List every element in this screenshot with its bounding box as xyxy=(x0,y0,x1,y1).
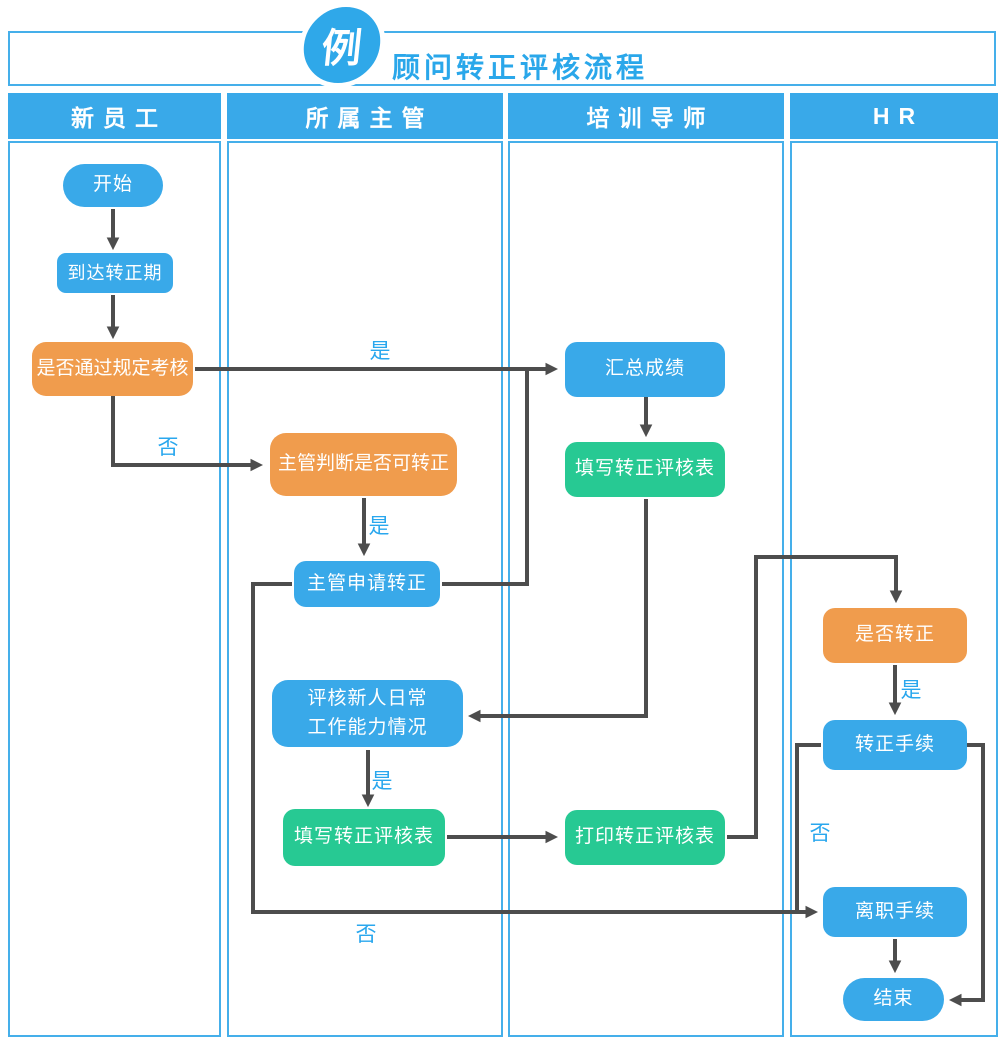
node-fill-evaluation-form-mentor: 填写转正评核表 xyxy=(565,442,725,497)
edge-label-no-conversion: 否 xyxy=(809,822,831,845)
edge-label-no-pass-exam: 否 xyxy=(157,436,179,459)
node-end: 结束 xyxy=(843,978,944,1021)
node-supervisor-judge-conversion: 主管判断是否可转正 xyxy=(270,433,457,496)
edge-label-yes-confirm: 是 xyxy=(900,679,922,702)
edge-apply-merge-to-summarize xyxy=(442,371,529,586)
node-start: 开始 xyxy=(63,164,163,207)
edge-fill-mentor-to-evaluate xyxy=(467,499,648,723)
node-confirm-conversion: 是否转正 xyxy=(823,608,967,663)
edge-label-yes-evaluate-daily: 是 xyxy=(371,770,393,793)
edge-procedure-to-end xyxy=(948,743,985,1007)
title-box xyxy=(8,31,996,86)
lane-header-supervisor: 所属主管 xyxy=(227,93,503,139)
node-evaluate-daily-work-ability: 评核新人日常 工作能力情况 xyxy=(272,680,463,747)
edge-print-to-confirm xyxy=(727,555,903,839)
node-fill-evaluation-form-supervisor: 填写转正评核表 xyxy=(283,809,445,866)
node-resignation-procedure: 离职手续 xyxy=(823,887,967,937)
edge-label-no-supervisor-apply: 否 xyxy=(355,923,377,946)
lane-header-hr: HR xyxy=(790,93,998,139)
lane-header-mentor: 培训导师 xyxy=(508,93,784,139)
node-summarize-scores: 汇总成绩 xyxy=(565,342,725,397)
node-pass-required-exam: 是否通过规定考核 xyxy=(32,342,193,396)
edge-exam-no-to-judge xyxy=(111,396,264,472)
edge-label-yes-pass-exam: 是 xyxy=(369,340,391,363)
edge-apply-no-to-resignation xyxy=(251,582,819,919)
edge-label-yes-supervisor-judge: 是 xyxy=(368,515,390,538)
edge-no-branch-to-resignation xyxy=(795,743,821,910)
node-reach-probation-period: 到达转正期 xyxy=(57,253,173,293)
node-supervisor-apply-conversion: 主管申请转正 xyxy=(294,561,440,607)
node-print-evaluation-form: 打印转正评核表 xyxy=(565,810,725,865)
page-title: 顾问转正评核流程 xyxy=(392,52,649,83)
node-conversion-procedure: 转正手续 xyxy=(823,720,967,770)
lane-header-new-employee: 新员工 xyxy=(8,93,221,139)
